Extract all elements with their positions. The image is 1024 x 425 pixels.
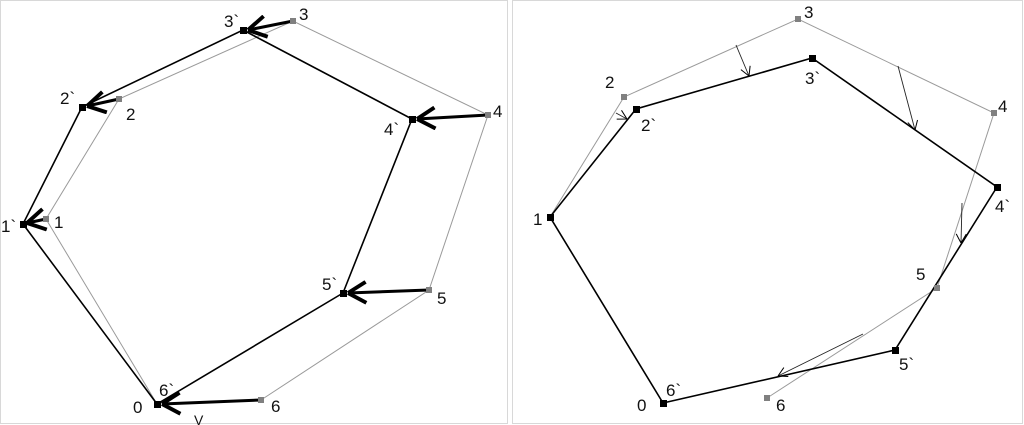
arrow-5 bbox=[955, 202, 967, 244]
arrow-3 bbox=[248, 21, 294, 30]
label-2: 2 bbox=[605, 73, 614, 92]
label-3-prime: 3` bbox=[224, 12, 239, 31]
label-velocity: V bbox=[194, 412, 204, 425]
label-6: 6 bbox=[776, 396, 785, 415]
arrow-2 bbox=[87, 99, 120, 106]
right-panel-frame bbox=[512, 0, 1023, 424]
label-5: 5 bbox=[916, 265, 925, 284]
label-4-prime: 4` bbox=[384, 120, 399, 139]
label-3-prime: 3` bbox=[805, 69, 820, 88]
arrow-6 bbox=[162, 400, 262, 404]
original-polygon bbox=[549, 18, 995, 399]
label-4-prime: 4` bbox=[995, 197, 1010, 216]
label-0: 0 bbox=[637, 396, 646, 415]
label-6: 6 bbox=[271, 397, 280, 416]
label-6-prime: 6` bbox=[666, 381, 681, 400]
label-5-prime: 5` bbox=[322, 275, 337, 294]
translation-arrows bbox=[27, 21, 489, 404]
normal-arrows bbox=[615, 44, 967, 377]
label-5-prime: 5` bbox=[899, 355, 914, 374]
arrow-6 bbox=[777, 333, 864, 377]
label-4: 4 bbox=[998, 97, 1007, 116]
label-1-prime: 1` bbox=[1, 217, 16, 236]
label-2-prime: 2` bbox=[641, 116, 656, 135]
deformed-points bbox=[547, 55, 1001, 407]
right-panel: 0 1 2 3 4 5 6 2` 3` 4` 5` 6` bbox=[533, 3, 1010, 415]
original-polygon bbox=[45, 20, 489, 405]
translated-polygon bbox=[22, 29, 414, 405]
label-6-prime: 6` bbox=[159, 381, 174, 400]
original-points bbox=[43, 18, 491, 403]
label-2-prime: 2` bbox=[60, 89, 75, 108]
label-5: 5 bbox=[437, 289, 446, 308]
left-panel: 0 1 2 3 4 5 6 1` 2` 3` 4` 5` 6` V bbox=[1, 5, 502, 425]
arrow-1 bbox=[27, 219, 46, 223]
arrow-5 bbox=[348, 290, 430, 293]
label-0: 0 bbox=[133, 398, 142, 417]
arrow-4 bbox=[897, 65, 919, 131]
label-2: 2 bbox=[126, 105, 135, 124]
arrow-4 bbox=[417, 115, 489, 119]
left-panel-frame bbox=[0, 0, 508, 424]
label-3: 3 bbox=[299, 5, 308, 24]
translated-points bbox=[20, 27, 416, 408]
label-1: 1 bbox=[54, 213, 63, 232]
label-1: 1 bbox=[533, 210, 542, 229]
label-4: 4 bbox=[493, 102, 502, 121]
arrow-3 bbox=[735, 44, 751, 77]
deformed-polygon bbox=[549, 57, 999, 404]
original-points bbox=[621, 16, 997, 401]
arrow-2 bbox=[615, 110, 628, 120]
label-3: 3 bbox=[804, 3, 813, 22]
